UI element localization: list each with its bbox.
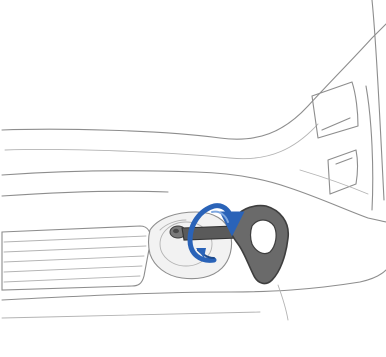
lower-grille [2, 226, 151, 290]
side-vent-accents [300, 82, 373, 210]
